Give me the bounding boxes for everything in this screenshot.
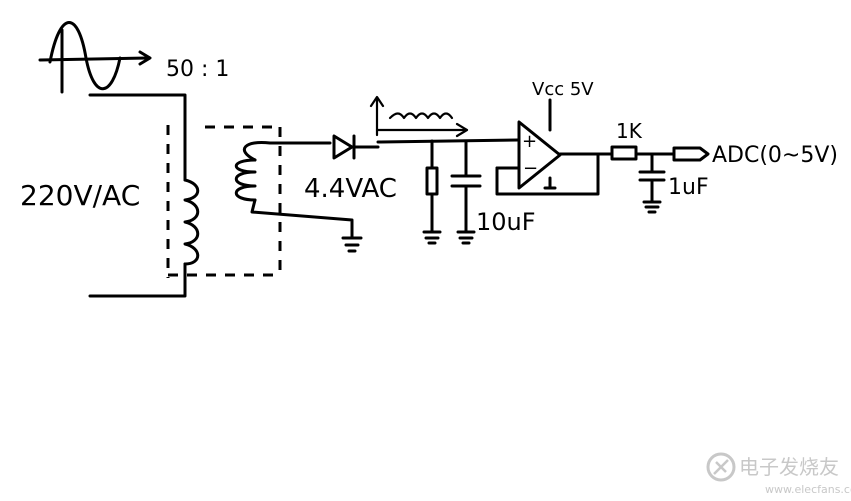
diode [332,134,380,160]
capacitor-2-label: 1uF [668,175,709,200]
secondary-voltage-label: 4.4VAC [304,174,397,204]
watermark-text: 电子发烧友 [739,455,839,479]
output-resistor-1k [610,145,676,161]
transformer-core [166,125,282,278]
rectified-wave-indicator [369,95,469,138]
ground-symbol [341,236,363,253]
filter-capacitor-10uf [450,139,482,245]
opamp-minus: − [523,158,538,179]
load-resistor [422,139,442,245]
supply-label: Vcc 5V [532,79,594,100]
transformer-secondary [234,140,354,240]
output-label: ADC(0~5V) [712,143,838,168]
resistor-label: 1K [616,119,643,143]
capacitor-1-label: 10uF [476,208,536,236]
watermark-logo [706,452,736,482]
primary-voltage-label: 220V/AC [20,179,140,212]
opamp-plus: + [522,131,537,152]
rectified-rail [376,138,520,144]
sine-source-symbol [38,21,152,94]
ratio-label: 50 : 1 [166,57,229,82]
watermark-url: www.elecfans.com [765,483,851,496]
opamp-buffer [495,98,614,196]
output-capacitor-1uf [638,152,666,214]
adc-connector [672,146,710,162]
transformer-primary [88,93,200,298]
